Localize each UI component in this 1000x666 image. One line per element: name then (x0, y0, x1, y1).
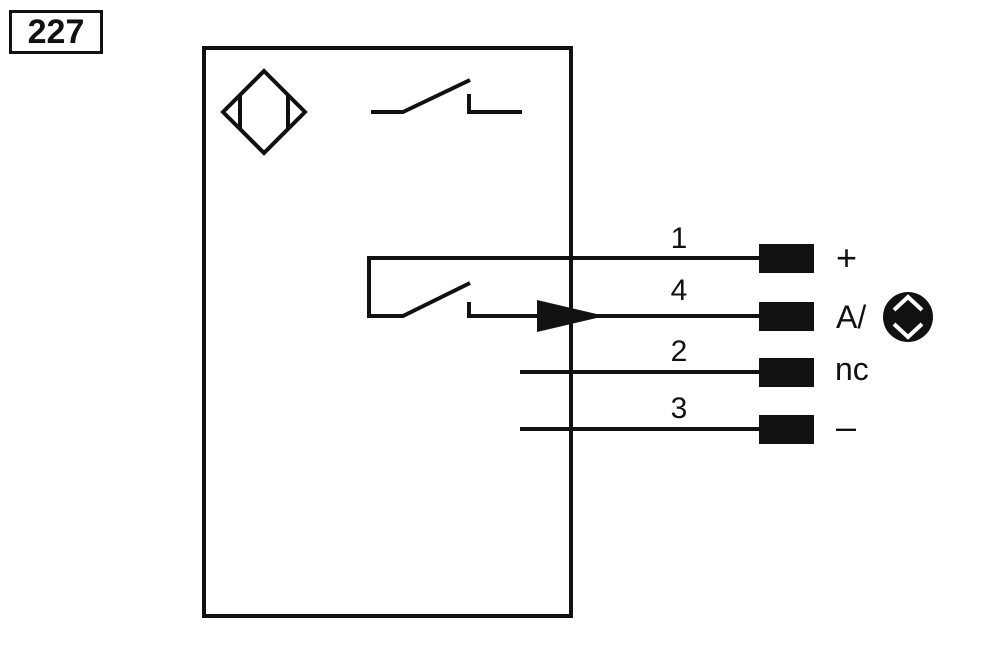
pin-number-2: 2 (671, 335, 688, 368)
pin-number-1: 1 (671, 222, 688, 255)
output-signal-function-icon (883, 292, 933, 342)
normally-open-switch-icon (371, 78, 522, 114)
terminal-pin-1 (759, 244, 814, 273)
terminal-pin-3 (759, 415, 814, 444)
pin-label-4: A/ (836, 299, 866, 335)
pin-label-2: nc (835, 351, 869, 387)
output-signal-arrow (537, 300, 605, 332)
inductive-sensor-diamond-icon (220, 68, 308, 156)
pin-number-3: 3 (671, 392, 688, 425)
sensor-housing (202, 46, 573, 618)
terminal-pin-2 (759, 358, 814, 387)
pin-label-3: – (836, 406, 856, 447)
internal-switch-circuit (367, 256, 760, 318)
diagram-code-badge: 227 (9, 10, 103, 54)
pin-number-4: 4 (671, 274, 688, 307)
pin-label-1: + (836, 237, 857, 278)
diagram-code: 227 (27, 13, 85, 51)
terminal-pin-4 (759, 302, 814, 331)
